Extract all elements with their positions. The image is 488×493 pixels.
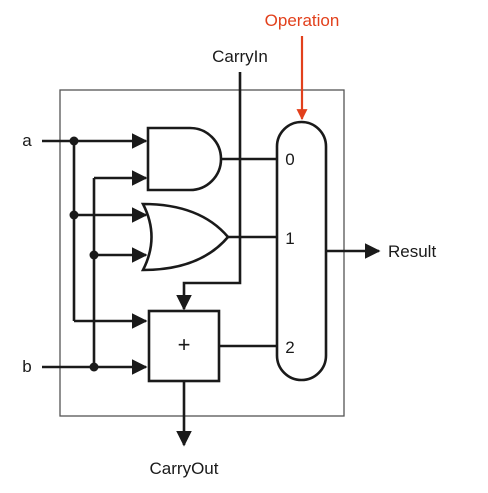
carry-out-label: CarryOut — [150, 459, 219, 478]
adder-symbol: + — [178, 332, 191, 357]
result-label: Result — [388, 242, 436, 261]
operation-label: Operation — [265, 11, 340, 30]
carry-in-label: CarryIn — [212, 47, 268, 66]
junction-b-2 — [89, 362, 99, 372]
mux-input-0-label: 0 — [285, 150, 294, 169]
input-b-label: b — [22, 357, 31, 376]
mux-input-2-label: 2 — [285, 338, 294, 357]
wire-carry-in — [176, 72, 242, 311]
adder-box — [147, 309, 221, 383]
or-gate — [140, 202, 230, 272]
junction-b-1 — [89, 250, 99, 260]
junction-a-2 — [69, 210, 79, 220]
input-a-label: a — [22, 131, 32, 150]
mux-input-1-label: 1 — [285, 229, 294, 248]
alu-enclosure-box — [59, 89, 345, 417]
and-gate — [146, 126, 223, 192]
junction-a-1 — [69, 136, 79, 146]
